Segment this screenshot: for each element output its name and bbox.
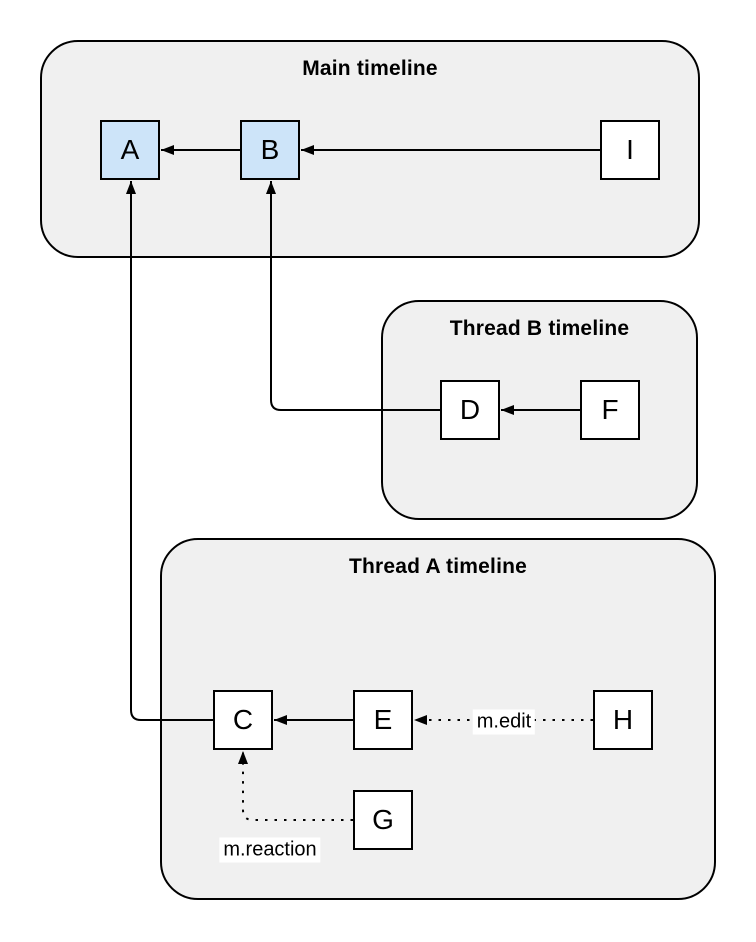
group-thread-b-timeline-title: Thread B timeline [449, 317, 630, 340]
group-thread-b-timeline: Thread B timeline [381, 300, 698, 520]
group-main-timeline-title: Main timeline [302, 57, 438, 80]
node-B: B [240, 120, 300, 180]
node-A: A [100, 120, 160, 180]
node-I: I [600, 120, 660, 180]
edge-label-m-edit: m.edit [472, 709, 536, 735]
group-thread-a-timeline-title: Thread A timeline [348, 555, 528, 578]
node-H: H [593, 690, 653, 750]
node-F: F [580, 380, 640, 440]
node-G: G [353, 790, 413, 850]
node-C: C [213, 690, 273, 750]
node-E: E [353, 690, 413, 750]
node-D: D [440, 380, 500, 440]
edge-label-m-reaction: m.reaction [219, 837, 321, 863]
